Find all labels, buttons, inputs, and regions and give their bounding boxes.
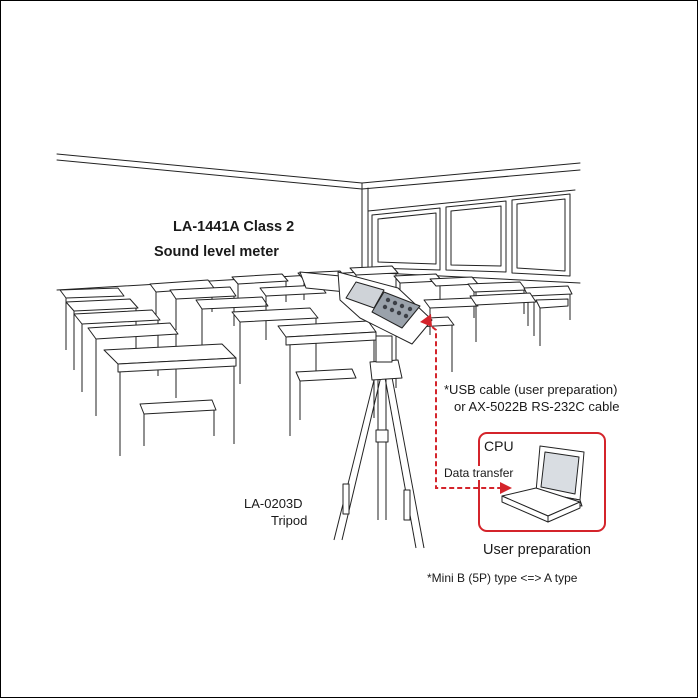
footnote-label: *Mini B (5P) type <=> A type <box>427 571 578 585</box>
cable-dashed-path <box>425 321 504 489</box>
user-preparation-label: User preparation <box>483 542 591 558</box>
laptop-drawing <box>501 445 585 523</box>
cable-label-rs232c: or AX-5022B RS-232C cable <box>454 399 620 414</box>
tripod-name-label: Tripod <box>271 513 308 528</box>
meter-name-label: Sound level meter <box>154 244 279 260</box>
tripod-drawing <box>333 335 425 549</box>
windows <box>367 189 576 277</box>
cable-up-arrow <box>420 314 432 327</box>
desk-front-row <box>73 307 455 456</box>
tripod-model-label: LA-0203D <box>244 496 303 511</box>
desk-back-row <box>149 265 573 326</box>
cable-right-arrow <box>500 482 512 494</box>
cpu-box <box>478 432 606 532</box>
sound-level-meter-drawing <box>299 271 433 345</box>
desks <box>59 265 573 456</box>
cpu-label: CPU <box>484 438 514 454</box>
cable-label-usb: *USB cable (user preparation) <box>444 382 618 397</box>
meter-model-label: LA-1441A Class 2 <box>173 219 295 235</box>
data-transfer-label: Data transfer <box>443 466 515 480</box>
room-walls <box>56 153 581 291</box>
